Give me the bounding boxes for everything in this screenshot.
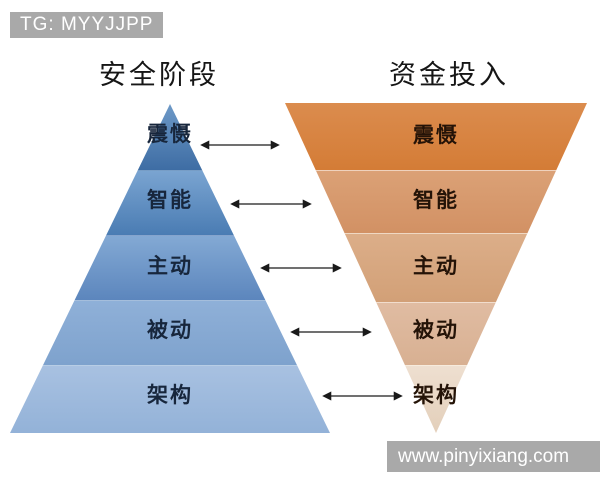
funnel-band-1 xyxy=(285,103,587,170)
pyramid-level-label: 主动 xyxy=(147,255,193,278)
pyramid-level-label: 智能 xyxy=(147,189,193,212)
right-column-title: 资金投入 xyxy=(389,60,509,90)
funnel-level-label: 被动 xyxy=(413,319,459,342)
pyramid-level-label: 被动 xyxy=(147,319,193,342)
left-column-title: 安全阶段 xyxy=(99,60,219,90)
watermark-website: www.pinyixiang.com xyxy=(387,441,600,472)
watermark-telegram: TG: MYYJJPP xyxy=(10,12,164,38)
pyramid-level-label: 架构 xyxy=(147,384,193,407)
pyramid-level-label: 震慑 xyxy=(147,123,193,146)
funnel-level-label: 主动 xyxy=(413,255,459,278)
funnel-level-label: 智能 xyxy=(413,189,459,212)
funnel-level-label: 震慑 xyxy=(413,124,459,147)
pyramid-band-5 xyxy=(10,365,330,433)
funnel-level-label: 架构 xyxy=(413,384,459,407)
